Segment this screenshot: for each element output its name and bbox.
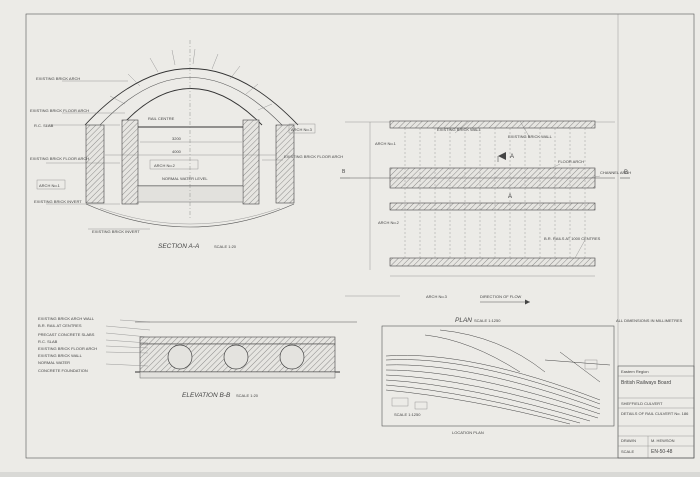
elevation-title: ELEVATION B-B	[182, 392, 231, 399]
title-block: Eastern Region British Railways Board SH…	[617, 365, 695, 459]
section-a-arrow	[498, 152, 506, 160]
arch-no2-box	[149, 159, 199, 170]
plan-wall-strip-mid	[389, 202, 596, 211]
label-section-a-bottom: A	[508, 194, 512, 200]
tb-drawn-label: DRAWN	[621, 438, 636, 443]
label-existing-invert: EXISTING BRICK INVERT	[92, 229, 140, 234]
right-inner-wall	[242, 119, 260, 205]
label-plan-surround: EXISTING BRICK WALL	[508, 134, 553, 139]
label-elev-rc-slab: R.C. SLAB	[38, 339, 58, 344]
tb-authority: British Railways Board	[621, 380, 671, 386]
label-existing-floor: EXISTING BRICK FLOOR ARCH	[30, 108, 89, 113]
label-rail-note: B.R. RAILS AT 1000 CENTRES	[544, 236, 601, 241]
section-title: SECTION A-A	[158, 243, 199, 250]
label-section-b-right: B	[624, 170, 628, 176]
label-floor-arch: FLOOR ARCH	[558, 159, 584, 164]
label-plan-arch-no2: ARCH No.2	[378, 220, 400, 225]
arch-voussoir-lines	[109, 48, 273, 111]
outer-arch-ring	[84, 68, 299, 126]
channel-bed	[137, 185, 244, 203]
tb-project: SHEFFIELD CULVERT	[621, 401, 663, 406]
title-block-frame	[617, 365, 695, 459]
note-dimensions: ALL DIMENSIONS IN MILLIMETRES	[616, 318, 683, 323]
section-a-a-view: EXISTING BRICK ARCH EXISTING BRICK FLOOR…	[30, 40, 343, 250]
arch-opening-3	[279, 344, 305, 370]
inner-arch-ring	[121, 88, 263, 126]
railway-tracks	[385, 329, 611, 425]
elevation-slab	[139, 336, 336, 345]
arch-opening-2	[223, 344, 249, 370]
label-normal-water: NORMAL WATER LEVEL	[162, 176, 208, 181]
label-elev-precast: PRECAST CONCRETE SLABS	[38, 332, 95, 337]
plan-upper-view: EXISTING BRICK WALL EXISTING BRICK WALL …	[340, 120, 631, 305]
label-direction-of-flow: DIRECTION OF FLOW	[480, 294, 522, 299]
label-elev-existing-floor: EXISTING BRICK FLOOR ARCH	[38, 346, 97, 351]
location-plan-label: LOCATION PLAN	[452, 430, 484, 435]
plan-building-outlines	[391, 359, 598, 410]
elevation-b-b-view: EXISTING BRICK ARCH WALL B.R. RAIL AT CE…	[38, 316, 357, 399]
label-arch-no3: ARCH No.3	[291, 127, 313, 132]
label-rc-slab: R.C. SLAB	[34, 123, 54, 128]
label-elev-rail-centre: B.R. RAIL AT CENTRES	[38, 323, 82, 328]
label-elev-normal-water: NORMAL WATER	[38, 360, 70, 365]
label-existing-floor-right: EXISTING BRICK FLOOR ARCH	[284, 154, 343, 159]
label-existing-arch: EXISTING BRICK ARCH	[36, 76, 80, 81]
plan-leader-lines	[454, 120, 601, 259]
plan-note-scale: SCALE 1:1250	[394, 412, 421, 417]
dim-outer-text: 4000	[172, 149, 182, 154]
location-plan-view: PLAN SCALE 1:1250 SCALE 1:1250 LOCATION …	[381, 317, 615, 435]
sheet-border	[25, 13, 695, 459]
label-elev-existing-wall: EXISTING BRICK WALL	[38, 353, 83, 358]
label-plan-arch-no1: ARCH No.1	[375, 141, 397, 146]
tb-scale-label: SCALE	[621, 449, 634, 454]
section-scale: SCALE 1:20	[214, 244, 237, 249]
label-arch-no2: ARCH No.2	[154, 163, 176, 168]
right-pier-wall	[275, 124, 295, 204]
label-invert-left: EXISTING BRICK INVERT	[34, 199, 82, 204]
label-section-b-left: B	[342, 169, 346, 175]
elevation-scale: SCALE 1:20	[236, 393, 259, 398]
section-leader-lines	[46, 80, 283, 230]
middle-arch-ring	[99, 77, 283, 126]
left-inner-wall	[121, 119, 139, 205]
label-section-a-top: A	[510, 154, 514, 160]
tb-region: Eastern Region	[621, 369, 649, 374]
plan-title: PLAN	[455, 317, 472, 324]
elevation-foundation	[139, 371, 336, 379]
plan-rail-lines	[404, 128, 586, 258]
dim-inner-text: 3200	[172, 136, 182, 141]
label-elev-foundation: CONCRETE FOUNDATION	[38, 368, 88, 373]
tb-subject: DETAILS OF RAIL CULVERT No. 186	[621, 411, 689, 416]
invert-inner-curve	[99, 207, 281, 225]
tb-drawing-no: EN-50-48	[651, 449, 673, 455]
plan-wall-strip-bottom	[389, 257, 596, 267]
label-arch-no1: ARCH No.1	[39, 183, 61, 188]
label-plan-arch-no3: ARCH No.3	[426, 294, 448, 299]
flow-arrow-head	[525, 299, 530, 305]
location-plan-frame	[381, 325, 615, 427]
label-elev-existing-arch: EXISTING BRICK ARCH WALL	[38, 316, 95, 321]
plan-scale: SCALE 1:1250	[474, 318, 501, 323]
arch-no1-box	[36, 179, 66, 190]
invert-curve	[85, 203, 295, 228]
label-rail-centre: RAIL CENTRE	[148, 116, 175, 121]
elevation-leader-lines	[105, 319, 151, 367]
label-channel: CHANNEL ARCH	[600, 170, 631, 175]
arch-no3-box	[288, 123, 316, 134]
left-pier-wall	[85, 124, 105, 204]
plan-wall-strip-top	[389, 120, 596, 129]
label-plan-existing-wall: EXISTING BRICK WALL	[437, 127, 482, 132]
arch-opening-1	[167, 344, 193, 370]
tb-drawn-value: M. HEWSON	[651, 438, 675, 443]
label-existing-wall: EXISTING BRICK FLOOR ARCH	[30, 156, 89, 161]
